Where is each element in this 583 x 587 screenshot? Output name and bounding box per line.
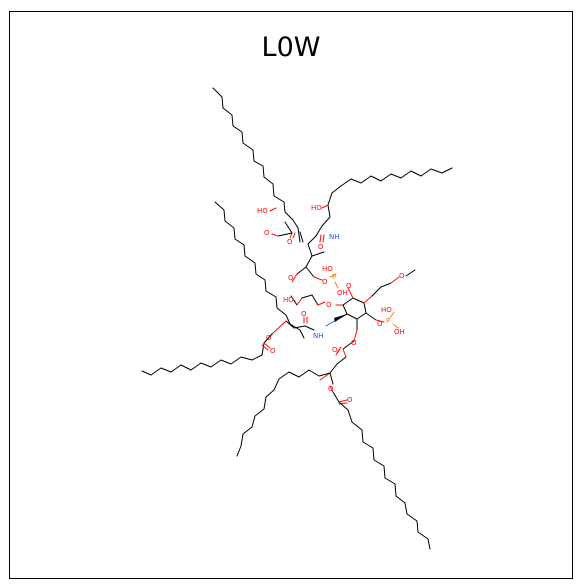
phosphorus-label-2: P	[386, 317, 390, 325]
hydroxyl-label-2: HO	[311, 204, 322, 212]
phosphate-ho-label-2: HO	[381, 306, 392, 314]
phosphate-oh-label-1: OH	[337, 289, 348, 297]
hydroxyl-label-1: HO	[257, 207, 268, 215]
chain-top-left	[212, 87, 301, 243]
ring-o-label-2: O	[346, 282, 352, 290]
ester-o-label-7: O	[328, 385, 334, 393]
amide-o-label-1: O	[318, 243, 324, 251]
ester-o-label-8: O	[347, 396, 353, 404]
glycerol-ho-label: HO	[283, 296, 294, 304]
amide-n-label-2: NH	[313, 332, 324, 340]
ring-wedge-1	[334, 314, 347, 322]
ester-o-label-2: O	[287, 238, 293, 246]
chain-left-2	[214, 201, 305, 339]
amide-o-label-2: O	[301, 310, 307, 318]
phosphate-oh-label-2: OH	[394, 328, 405, 336]
methoxy-bond	[405, 269, 416, 277]
oh-bond-2	[321, 204, 329, 209]
molecule-title: L0W	[261, 32, 321, 63]
phosphate-o-label-2: O	[377, 320, 383, 328]
ester-top-left	[271, 221, 304, 243]
methoxy-o-label: O	[399, 272, 405, 280]
upper-backbone	[291, 243, 339, 289]
ester-o-label-5: O	[351, 339, 357, 347]
amide-lower	[271, 316, 315, 335]
chain-top-right	[321, 167, 453, 227]
chain-lower-left-2	[236, 369, 331, 457]
ester-o-label-4: O	[270, 347, 276, 355]
phosphate-ho-label-1: HO	[322, 265, 333, 273]
chain-lower-right	[329, 385, 431, 550]
structure-frame: L0W HO O O HO O NH	[9, 11, 573, 579]
phosphate-o-label-1: O	[322, 278, 328, 286]
ester-o-label-6: O	[332, 346, 338, 354]
oh-bond-1	[269, 207, 277, 212]
molecule-structure: HO O O HO O NH	[141, 87, 453, 550]
ester-lower-center	[319, 340, 355, 385]
phosphorus-label-1: P	[332, 273, 336, 281]
chain-lower-left	[141, 333, 273, 376]
amide-n-label-1: NH	[329, 233, 340, 241]
ester-o-label-1: O	[264, 229, 270, 237]
amide-top-right	[307, 225, 325, 245]
ring-o-label-1: O	[326, 301, 332, 309]
ether-o-label-1: O	[288, 274, 294, 282]
